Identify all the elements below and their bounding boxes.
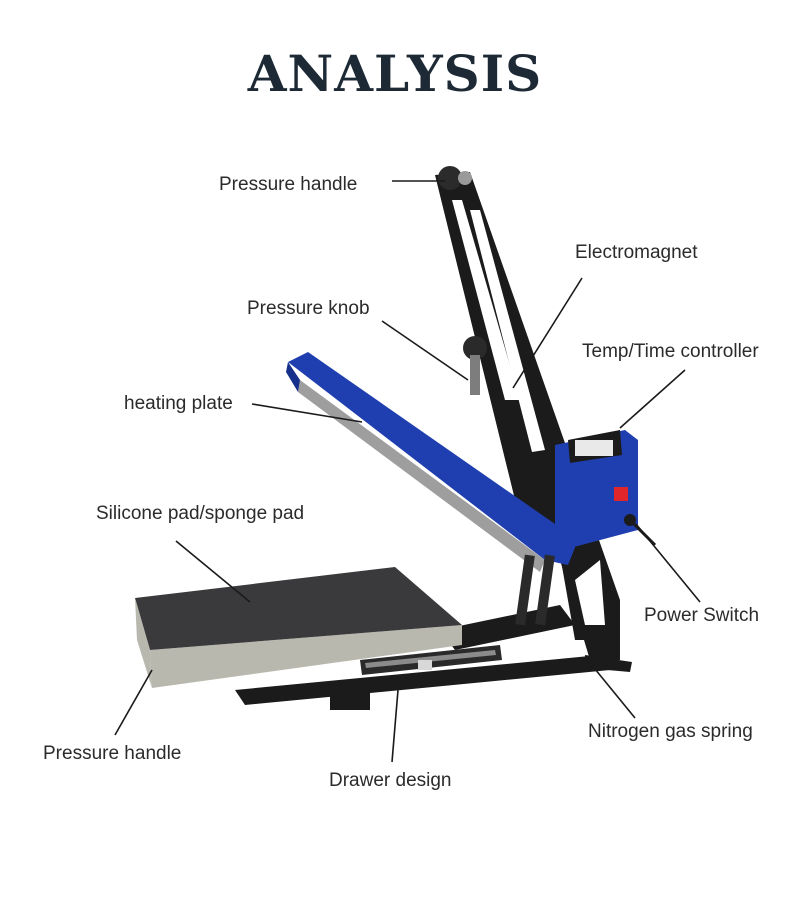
label-heating-plate: heating plate bbox=[124, 393, 233, 414]
label-drawer-design: Drawer design bbox=[329, 770, 452, 791]
callout-line-power-switch bbox=[635, 523, 701, 603]
callout-lines bbox=[114, 180, 701, 763]
callout-line-drawer-design bbox=[391, 689, 399, 763]
label-pressure-knob: Pressure knob bbox=[247, 298, 370, 319]
label-power-switch: Power Switch bbox=[644, 605, 760, 626]
label-electromagnet: Electromagnet bbox=[575, 242, 698, 263]
callout-line-nitrogen-spring bbox=[585, 657, 636, 719]
heating-plate bbox=[286, 352, 578, 572]
label-pressure-handle-bottom: Pressure handle bbox=[43, 743, 182, 764]
label-nitrogen-gas-spring: Nitrogen gas spring bbox=[588, 721, 753, 742]
callout-line-heating-plate bbox=[251, 403, 363, 423]
callout-line-pressure-knob bbox=[381, 320, 469, 381]
label-temp-time-controller: Temp/Time controller bbox=[582, 341, 759, 362]
page-title: ANALYSIS bbox=[247, 44, 543, 103]
callout-line-electromagnet bbox=[512, 277, 583, 389]
pressure-knob bbox=[463, 336, 487, 395]
lower-platen bbox=[135, 567, 462, 688]
callout-line-temp-controller bbox=[619, 369, 686, 429]
callout-line-silicone-pad bbox=[175, 540, 251, 603]
label-silicone-pad: Silicone pad/sponge pad bbox=[96, 503, 305, 524]
controller-box bbox=[555, 430, 657, 548]
callout-line-pressure-handle-bottom bbox=[114, 669, 153, 736]
drawer-rail bbox=[360, 645, 502, 675]
label-pressure-handle-top: Pressure handle bbox=[219, 174, 358, 195]
gas-springs bbox=[515, 554, 555, 626]
